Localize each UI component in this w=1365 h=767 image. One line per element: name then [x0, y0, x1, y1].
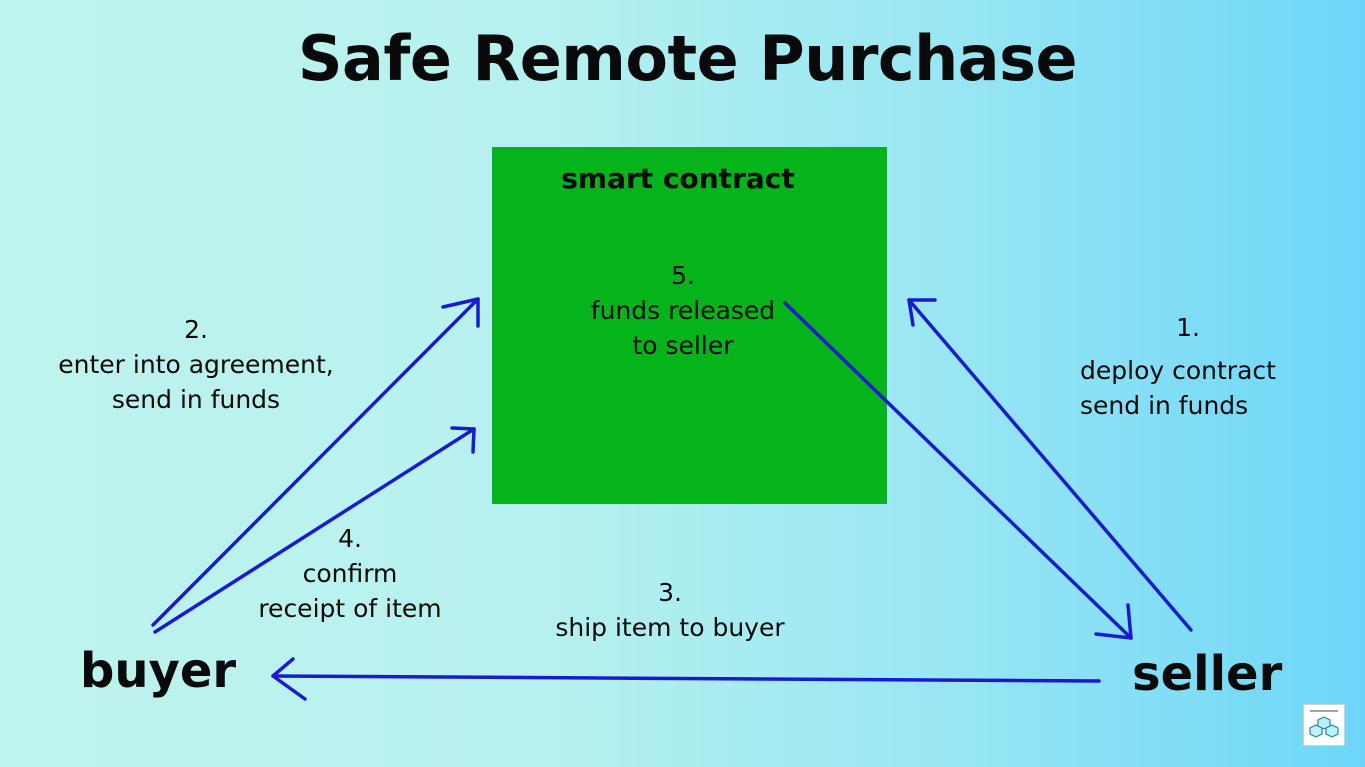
step2-line2: send in funds [111, 385, 281, 414]
buyer-label: buyer [80, 643, 237, 699]
arrow-seller-to-contract-step1 [907, 298, 1193, 632]
step1-label: 1. deploy contract send in funds [1080, 310, 1294, 423]
step3-number: 3. [658, 578, 682, 607]
arrow-seller-to-buyer-step3 [271, 657, 1101, 701]
seller-label: seller [1132, 646, 1283, 702]
step3-label: 3. ship item to buyer [530, 575, 810, 645]
step5-number: 5. [671, 261, 695, 290]
step1-line2: send in funds [1080, 391, 1249, 420]
step4-number: 4. [338, 524, 362, 553]
arrow-buyer-to-contract-step2 [151, 297, 480, 627]
step2-label: 2. enter into agreement, send in funds [46, 312, 346, 417]
step5-label: 5. funds released to seller [583, 258, 783, 363]
step5-line1: funds released [590, 296, 776, 325]
smart-contract-box [492, 147, 887, 504]
step3-line1: ship item to buyer [555, 613, 785, 642]
smart-contract-label: smart contract [561, 162, 795, 195]
arrow-contract-to-seller-step5 [783, 301, 1133, 640]
cube-network-logo-icon [1303, 704, 1345, 746]
arrow-buyer-to-contract-step4 [153, 426, 476, 634]
step4-line2: receipt of item [258, 594, 442, 623]
diagram-title: Safe Remote Purchase [297, 22, 1078, 95]
step4-line1: confirm [302, 559, 398, 588]
step1-number: 1. [1176, 313, 1200, 342]
step2-line1: enter into agreement, [58, 350, 334, 379]
step5-line2: to seller [632, 331, 734, 360]
step1-line1: deploy contract [1080, 356, 1276, 385]
step2-number: 2. [184, 315, 208, 344]
step4-label: 4. confirm receipt of item [240, 521, 460, 626]
